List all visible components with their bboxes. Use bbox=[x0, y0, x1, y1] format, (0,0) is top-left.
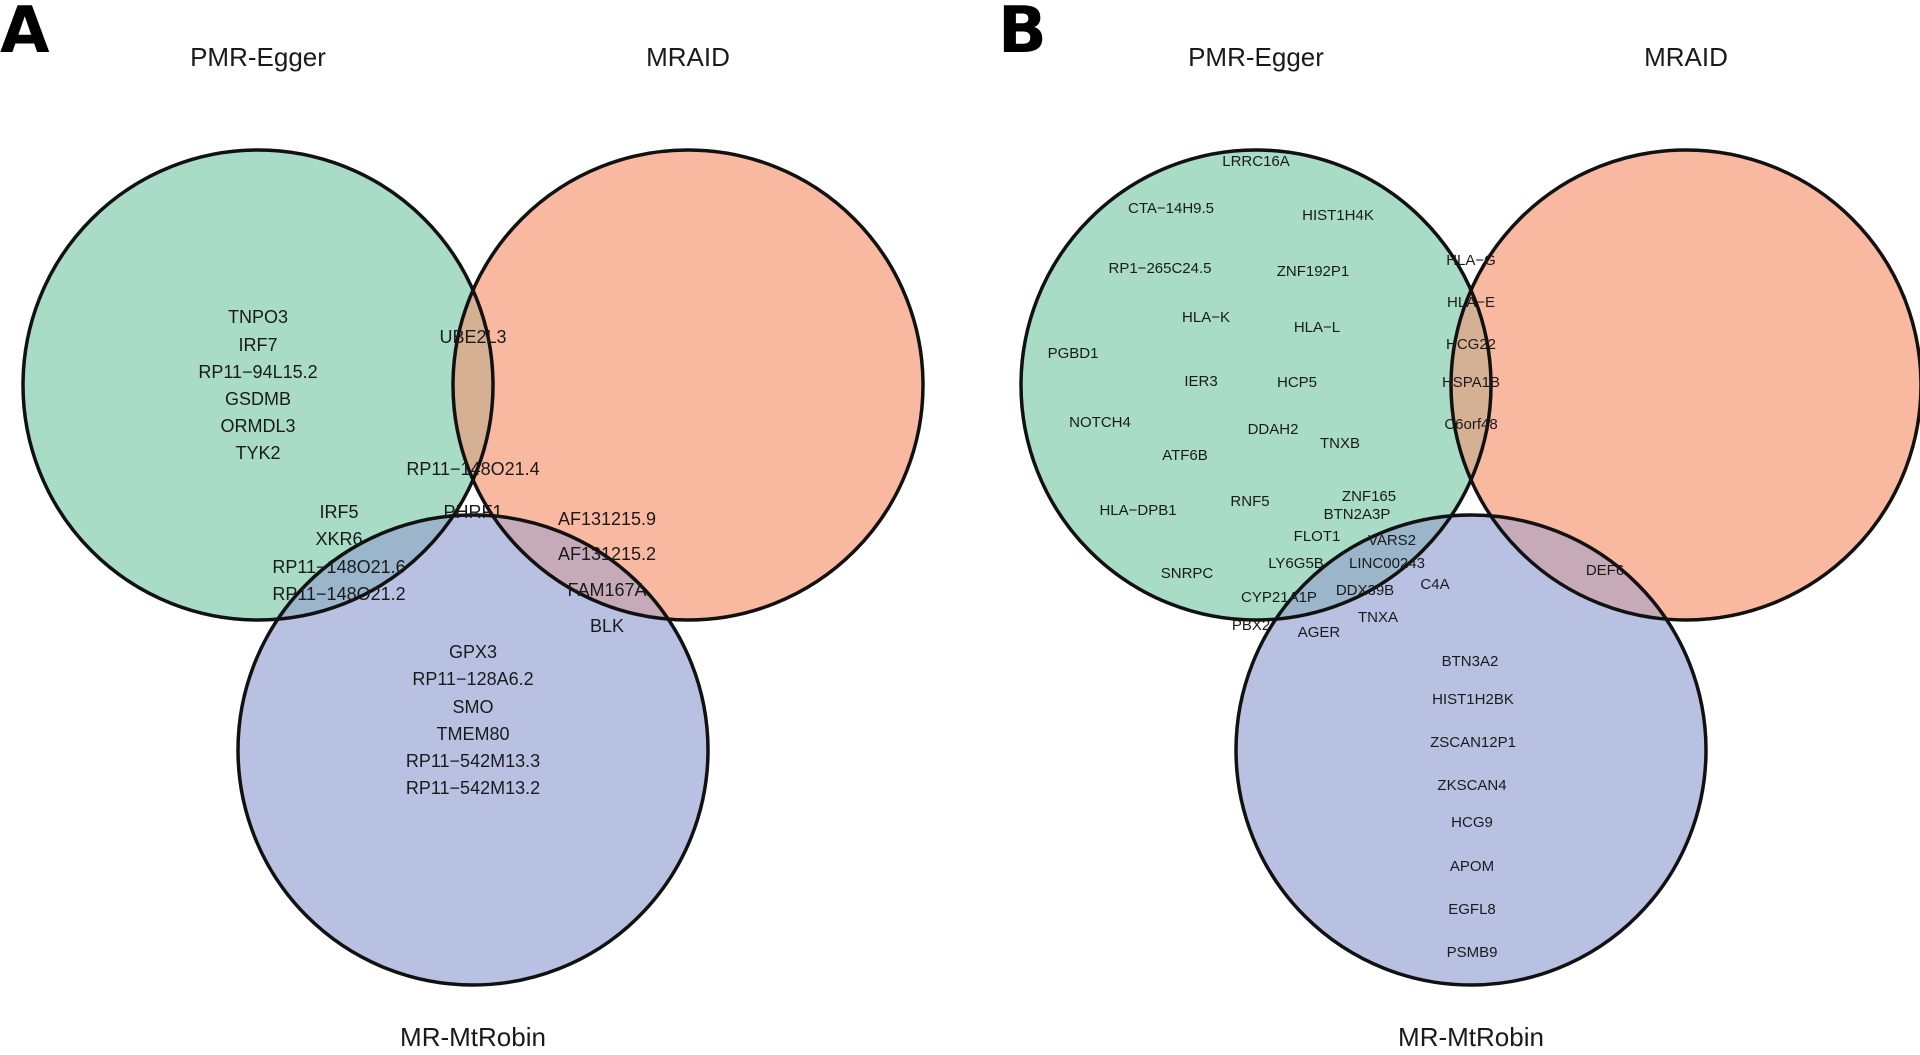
gene-label: HIST1H4K bbox=[1302, 207, 1374, 224]
gene-label: GPX3 bbox=[449, 642, 497, 662]
gene-label: EGFL8 bbox=[1448, 901, 1496, 918]
gene-label: IER3 bbox=[1184, 373, 1217, 390]
gene-label: XKR6 bbox=[315, 529, 362, 549]
gene-label: DEF6 bbox=[1586, 562, 1624, 579]
panel-a-circle-pmr-egger bbox=[23, 150, 493, 620]
gene-label: CYP21A1P bbox=[1241, 589, 1317, 606]
gene-label: APOM bbox=[1450, 858, 1494, 875]
gene-label: BTN3A2 bbox=[1442, 653, 1499, 670]
gene-label: ZSCAN12P1 bbox=[1430, 734, 1516, 751]
gene-label: PSMB9 bbox=[1447, 944, 1498, 961]
gene-label: BTN2A3P bbox=[1324, 506, 1391, 523]
gene-label: PHRF1 bbox=[443, 502, 502, 522]
gene-label: RP1−265C24.5 bbox=[1109, 260, 1212, 277]
gene-label: NOTCH4 bbox=[1069, 414, 1131, 431]
gene-label: HIST1H2BK bbox=[1432, 691, 1514, 708]
gene-label: HLA−G bbox=[1446, 252, 1496, 269]
gene-label: C6orf48 bbox=[1444, 416, 1497, 433]
gene-label: RP11−542M13.3 bbox=[406, 751, 540, 771]
gene-label: DDAH2 bbox=[1248, 421, 1299, 438]
gene-label: AF131215.2 bbox=[558, 544, 656, 564]
panel-b: B PMR-Egger MRAID MR-MtRobin LRRC16A CTA… bbox=[998, 0, 1920, 1052]
gene-label: SNRPC bbox=[1161, 565, 1214, 582]
gene-label: TYK2 bbox=[235, 443, 280, 463]
gene-label: CTA−14H9.5 bbox=[1128, 200, 1214, 217]
gene-label: LY6G5B bbox=[1268, 555, 1324, 572]
panel-a-title-pmr-egger: PMR-Egger bbox=[190, 42, 326, 72]
panel-b-circles bbox=[1019, 148, 1920, 987]
gene-label: HSPA1B bbox=[1442, 374, 1500, 391]
panel-a: A PMR-Egger MRAID MR-MtRobin TNPO3 IRF7 … bbox=[0, 0, 925, 1052]
gene-label: ZNF192P1 bbox=[1277, 263, 1350, 280]
gene-label: TNXA bbox=[1358, 609, 1398, 626]
gene-label: HCP5 bbox=[1277, 374, 1317, 391]
gene-label: TNXB bbox=[1320, 435, 1360, 452]
gene-label: ATF6B bbox=[1162, 447, 1208, 464]
gene-label: BLK bbox=[590, 616, 624, 636]
gene-label: AF131215.9 bbox=[558, 509, 656, 529]
gene-label: TMEM80 bbox=[436, 724, 509, 744]
gene-label: HLA−DPB1 bbox=[1099, 502, 1176, 519]
gene-label: HLA−E bbox=[1447, 294, 1495, 311]
gene-label: ZNF165 bbox=[1342, 488, 1396, 505]
gene-label: GSDMB bbox=[225, 389, 291, 409]
panel-a-title-mr-mtrobin: MR-MtRobin bbox=[400, 1022, 546, 1052]
gene-label: PGBD1 bbox=[1048, 345, 1099, 362]
gene-label: ORMDL3 bbox=[220, 416, 295, 436]
gene-label: RNF5 bbox=[1230, 493, 1269, 510]
gene-label: HLA−L bbox=[1294, 319, 1340, 336]
gene-label: UBE2L3 bbox=[439, 327, 506, 347]
gene-label: RP11−94L15.2 bbox=[198, 362, 317, 382]
panel-b-title-pmr-egger: PMR-Egger bbox=[1188, 42, 1324, 72]
gene-label: FLOT1 bbox=[1294, 528, 1341, 545]
gene-label: RP11−148O21.4 bbox=[406, 459, 539, 479]
panel-b-circle-mr-mtrobin bbox=[1236, 515, 1706, 985]
panel-a-circles bbox=[21, 148, 925, 987]
panel-a-title-mraid: MRAID bbox=[646, 42, 730, 72]
panel-b-circle-mraid bbox=[1451, 150, 1920, 620]
gene-label: PBX2 bbox=[1232, 617, 1270, 634]
panel-a-circle-mraid bbox=[453, 150, 923, 620]
panel-a-circle-mr-mtrobin bbox=[238, 515, 708, 985]
gene-label: LRRC16A bbox=[1222, 153, 1290, 170]
panel-b-letter: B bbox=[998, 0, 1047, 68]
gene-label: FAM167A bbox=[567, 580, 646, 600]
gene-label: IRF7 bbox=[238, 335, 277, 355]
gene-label: RP11−148O21.6 bbox=[272, 557, 405, 577]
gene-label: HCG9 bbox=[1451, 814, 1493, 831]
gene-label: C4A bbox=[1420, 576, 1449, 593]
gene-label: RP11−542M13.2 bbox=[406, 778, 540, 798]
panel-b-title-mraid: MRAID bbox=[1644, 42, 1728, 72]
panel-b-title-mr-mtrobin: MR-MtRobin bbox=[1398, 1022, 1544, 1052]
gene-label: DDX39B bbox=[1336, 582, 1394, 599]
panel-a-letter: A bbox=[0, 0, 50, 68]
gene-label: SMO bbox=[452, 697, 493, 717]
gene-label: RP11−128A6.2 bbox=[412, 669, 533, 689]
gene-label: HCG22 bbox=[1446, 336, 1496, 353]
gene-label: AGER bbox=[1298, 624, 1341, 641]
gene-label: TNPO3 bbox=[228, 307, 288, 327]
gene-label: LINC00243 bbox=[1349, 555, 1425, 572]
panel-b-circle-pmr-egger bbox=[1021, 150, 1491, 620]
gene-label: HLA−K bbox=[1182, 309, 1230, 326]
gene-label: RP11−148O21.2 bbox=[272, 584, 405, 604]
gene-label: VARS2 bbox=[1368, 532, 1416, 549]
gene-label: ZKSCAN4 bbox=[1437, 777, 1506, 794]
gene-label: IRF5 bbox=[319, 502, 358, 522]
